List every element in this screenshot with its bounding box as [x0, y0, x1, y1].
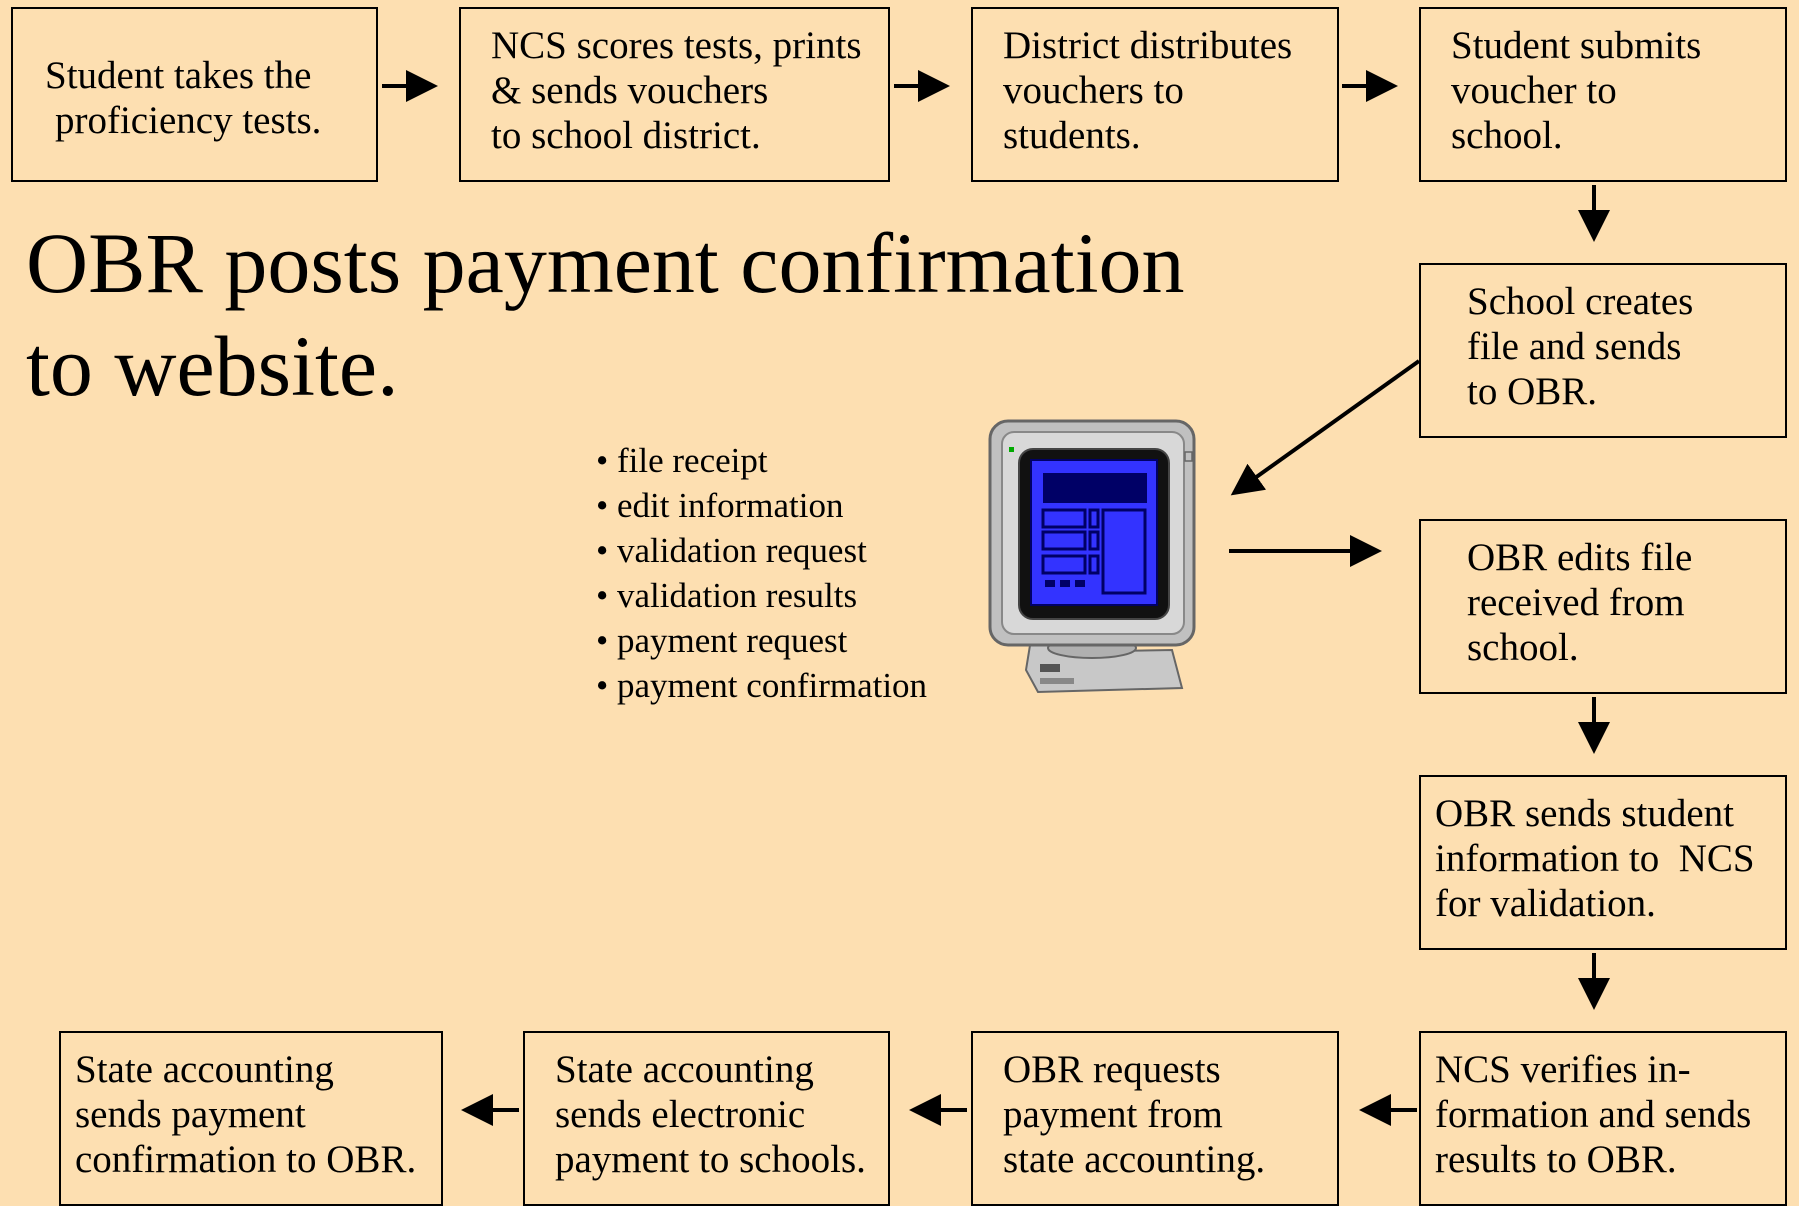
box-line: results to OBR.: [1435, 1138, 1677, 1182]
computer-monitor-icon: [988, 419, 1196, 694]
box-line: to school district.: [491, 114, 761, 158]
list-item: validation results: [596, 573, 927, 618]
box-line: proficiency tests.: [55, 99, 322, 143]
box-line: & sends vouchers: [491, 69, 769, 113]
box-obr-edits-file: OBR edits file received from school.: [1419, 519, 1787, 694]
box-line: file and sends: [1467, 325, 1682, 369]
box-line: State accounting: [555, 1048, 814, 1091]
list-item: validation request: [596, 528, 927, 573]
transaction-list: file receipt edit information validation…: [596, 438, 927, 708]
box-line: formation and sends: [1435, 1093, 1752, 1137]
box-line: sends payment: [75, 1093, 306, 1137]
box-line: state accounting.: [1003, 1138, 1266, 1182]
box-line: OBR edits file: [1467, 536, 1693, 579]
box-line: District distributes: [1003, 24, 1293, 67]
title-line: to website.: [26, 318, 399, 415]
list-item: payment request: [596, 618, 927, 663]
box-ncs-scores-tests: NCS scores tests, prints & sends voucher…: [459, 7, 890, 182]
list-item: payment confirmation: [596, 663, 927, 708]
box-line: payment from: [1003, 1093, 1223, 1137]
box-line: voucher to: [1451, 69, 1617, 113]
box-line: NCS scores tests, prints: [491, 24, 862, 67]
box-student-takes-tests: Student takes the proficiency tests.: [11, 7, 378, 182]
title-line: OBR posts payment confirmation: [26, 215, 1185, 311]
box-line: received from: [1467, 581, 1685, 625]
box-line: information to NCS: [1435, 837, 1755, 881]
box-district-distributes: District distributes vouchers to student…: [971, 7, 1339, 182]
box-obr-sends-student-info: OBR sends student information to NCS for…: [1419, 775, 1787, 950]
list-item: edit information: [596, 483, 927, 528]
box-student-submits: Student submits voucher to school.: [1419, 7, 1787, 182]
box-line: OBR requests: [1003, 1048, 1221, 1091]
box-line: NCS verifies in-: [1435, 1048, 1691, 1091]
box-state-sends-confirmation: State accounting sends payment confirmat…: [59, 1031, 443, 1206]
arrow-to-computer: [1230, 359, 1421, 496]
box-line: students.: [1003, 114, 1141, 158]
box-line: school.: [1451, 114, 1563, 158]
box-line: payment to schools.: [555, 1138, 866, 1182]
box-line: to OBR.: [1467, 370, 1598, 414]
box-line: confirmation to OBR.: [75, 1138, 417, 1182]
box-line: OBR sends student: [1435, 792, 1735, 835]
box-school-creates-file: School creates file and sends to OBR.: [1419, 263, 1787, 438]
box-line: School creates: [1467, 280, 1694, 323]
box-line: Student submits: [1451, 24, 1702, 67]
box-obr-requests-payment: OBR requests payment from state accounti…: [971, 1031, 1339, 1206]
box-line: school.: [1467, 626, 1579, 670]
box-line: State accounting: [75, 1048, 334, 1091]
box-line: sends electronic: [555, 1093, 806, 1137]
box-ncs-verifies: NCS verifies in- formation and sends res…: [1419, 1031, 1787, 1206]
box-line: for validation.: [1435, 882, 1656, 926]
box-state-sends-payment: State accounting sends electronic paymen…: [523, 1031, 890, 1206]
box-line: vouchers to: [1003, 69, 1184, 113]
list-item: file receipt: [596, 438, 927, 483]
page-title: OBR posts payment confirmation to websit…: [26, 212, 1184, 418]
box-line: Student takes the: [45, 54, 312, 97]
